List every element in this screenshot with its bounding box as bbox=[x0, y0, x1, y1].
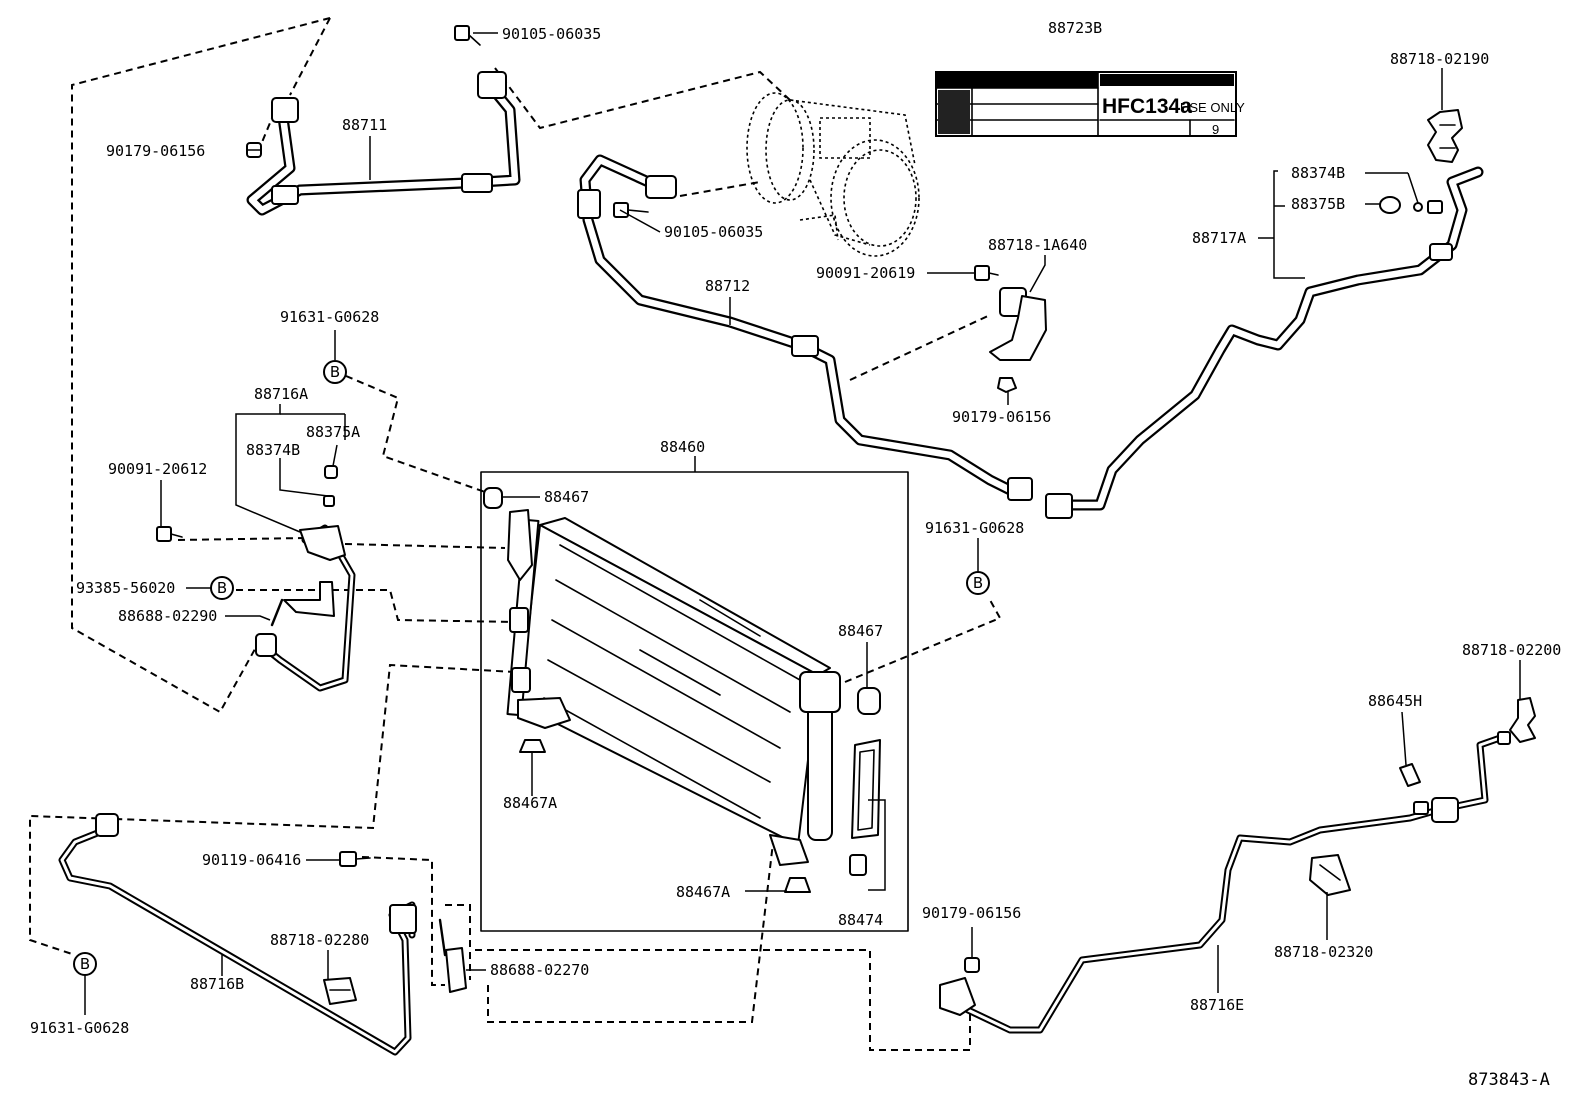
pipe-88716B bbox=[58, 813, 417, 1056]
label-88712: 88712 bbox=[705, 277, 750, 295]
svg-text:B: B bbox=[217, 579, 227, 597]
bolt-icon bbox=[613, 202, 649, 218]
label-88374B-left: 88374B bbox=[246, 441, 300, 459]
nut-icon bbox=[964, 957, 980, 973]
callout-b-circle: B bbox=[73, 952, 97, 976]
cushion-icon bbox=[483, 487, 881, 715]
label-88645H: 88645H bbox=[1368, 692, 1422, 710]
label-88467A-right: 88467A bbox=[676, 883, 730, 901]
hose-88711 bbox=[246, 71, 521, 216]
label-88716A: 88716A bbox=[254, 385, 308, 403]
callout-b-circle: B bbox=[966, 571, 990, 595]
bolt-icon bbox=[974, 265, 999, 281]
pipe-88716A bbox=[255, 524, 356, 692]
label-88467A-left: 88467A bbox=[503, 794, 557, 812]
filter-88474 bbox=[849, 739, 886, 891]
clamp-88718-02280 bbox=[323, 977, 357, 1005]
bracket-88718-1A640 bbox=[989, 287, 1047, 393]
label-88688-02290: 88688-02290 bbox=[118, 607, 217, 625]
label-88375B: 88375B bbox=[1291, 195, 1345, 213]
bolt-icon bbox=[156, 526, 183, 542]
pipe-88717A bbox=[1045, 166, 1484, 519]
label-90179-06156-top: 90179-06156 bbox=[106, 142, 205, 160]
bracket-88688-02270 bbox=[438, 918, 467, 993]
svg-text:B: B bbox=[973, 574, 983, 592]
label-88375A: 88375A bbox=[306, 423, 360, 441]
label-91631-G0628-right: 91631-G0628 bbox=[925, 519, 1024, 537]
label-88718-02200: 88718-02200 bbox=[1462, 641, 1561, 659]
label-90179-06156-bottom: 90179-06156 bbox=[922, 904, 1021, 922]
label-88716E: 88716E bbox=[1190, 996, 1244, 1014]
clamp-88718-02190 bbox=[1427, 109, 1463, 163]
label-88717A: 88717A bbox=[1192, 229, 1246, 247]
hose-88712 bbox=[577, 154, 1033, 501]
label-88460: 88460 bbox=[660, 438, 705, 456]
label-91631-G0628-bottom: 91631-G0628 bbox=[30, 1019, 129, 1037]
diagram-code: 873843-A bbox=[1468, 1070, 1550, 1090]
refrigerant-label-text: HFC134a bbox=[1102, 95, 1192, 118]
label-88467-right: 88467 bbox=[838, 622, 883, 640]
spring-pin-icon bbox=[270, 598, 284, 627]
label-88716B: 88716B bbox=[190, 975, 244, 993]
clamp-88718-02200 bbox=[1497, 697, 1536, 745]
refrigerant-label-suffix: USE ONLY bbox=[1180, 100, 1245, 115]
label-90091-20612: 90091-20612 bbox=[108, 460, 207, 478]
label-91631-G0628-top: 91631-G0628 bbox=[280, 308, 379, 326]
pipe-88716E bbox=[939, 734, 1504, 1034]
clamp-88718-02320 bbox=[1309, 854, 1351, 896]
label-88723B: 88723B bbox=[1048, 19, 1102, 37]
label-88718-02190: 88718-02190 bbox=[1390, 50, 1489, 68]
bolt-icon bbox=[339, 851, 371, 867]
label-90105-06035-compressor: 90105-06035 bbox=[664, 223, 763, 241]
compressor-outline bbox=[746, 92, 920, 257]
fitting-icon bbox=[1379, 196, 1443, 214]
refrigerant-label-88723B: HFC134a USE ONLY 9 bbox=[935, 71, 1245, 137]
pressure-switch-88645H bbox=[1399, 763, 1421, 787]
label-90119-06416: 90119-06416 bbox=[202, 851, 301, 869]
label-90105-06035-top: 90105-06035 bbox=[502, 25, 601, 43]
condenser-88460 bbox=[480, 471, 909, 932]
label-88718-02320: 88718-02320 bbox=[1274, 943, 1373, 961]
label-88374B-right: 88374B bbox=[1291, 164, 1345, 182]
label-90179-06156-bracket: 90179-06156 bbox=[952, 408, 1051, 426]
label-90091-20619: 90091-20619 bbox=[816, 264, 915, 282]
callout-b-circle: B bbox=[323, 360, 347, 384]
svg-text:B: B bbox=[330, 363, 340, 381]
bolt-icon bbox=[454, 25, 481, 46]
callout-b-circle: B bbox=[210, 576, 234, 600]
fitting-icon bbox=[323, 465, 338, 507]
leader-lines bbox=[84, 32, 1521, 1015]
label-88718-1A640: 88718-1A640 bbox=[988, 236, 1087, 254]
refrigerant-label-number: 9 bbox=[1212, 122, 1219, 137]
label-88718-02280: 88718-02280 bbox=[270, 931, 369, 949]
mount-icon bbox=[519, 739, 811, 893]
label-88474: 88474 bbox=[838, 911, 883, 929]
svg-text:B: B bbox=[80, 955, 90, 973]
label-88467-top: 88467 bbox=[544, 488, 589, 506]
label-88711: 88711 bbox=[342, 116, 387, 134]
label-88688-02270: 88688-02270 bbox=[490, 961, 589, 979]
label-93385-56020: 93385-56020 bbox=[76, 579, 175, 597]
